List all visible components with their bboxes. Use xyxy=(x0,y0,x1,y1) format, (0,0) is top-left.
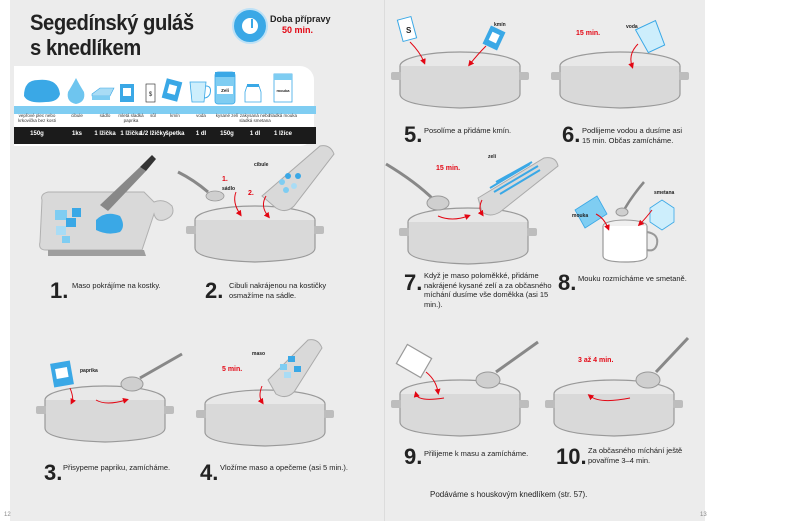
label-water: voda xyxy=(626,24,638,30)
pot-step-3 xyxy=(36,352,183,443)
amounts-bar xyxy=(14,127,316,144)
label-15-min: 15 min. xyxy=(576,30,601,37)
salt-letter: S xyxy=(406,26,412,35)
lard-icon xyxy=(91,87,115,100)
step-6-text: Podlijeme vodou a dusíme asi 15 min. Obč… xyxy=(582,126,683,145)
label-5-min: 5 min. xyxy=(222,366,243,373)
step-3-number: 3. xyxy=(44,460,63,485)
pot-step-6 xyxy=(551,19,689,109)
step-7-number: 7. xyxy=(404,270,423,295)
ingredient-amount: 150g xyxy=(30,131,44,137)
ingredients-strip xyxy=(14,106,316,114)
timer-icon xyxy=(232,8,268,44)
step-3-text: Přisypeme papriku, zamícháme. xyxy=(63,463,171,472)
pot-step-5: S xyxy=(391,15,529,109)
ingredient-amount: špetka xyxy=(165,131,185,137)
ingredient-amount: 1 lžička xyxy=(120,131,142,137)
ingredient-name: kysané zelí xyxy=(215,113,239,118)
step-1-text: Maso pokrájíme na kostky. xyxy=(72,281,161,290)
prep-time-label: Doba přípravy xyxy=(270,14,331,24)
label-cream: smetana xyxy=(654,190,675,196)
label-step-one: 1. xyxy=(222,176,228,183)
label-meat: maso xyxy=(252,351,266,357)
step-2-number: 2. xyxy=(205,278,224,303)
salt-icon: $ xyxy=(145,83,156,103)
flour-icon: mouka xyxy=(273,73,293,103)
pot-step-4 xyxy=(196,339,334,447)
step-1-number: 1. xyxy=(50,278,69,303)
meat-icon xyxy=(24,79,60,103)
label-sauerkraut: zelí xyxy=(488,154,497,160)
ingredient-name: sádlo xyxy=(99,113,111,118)
step-10-text: Za občasného míchání ještě povaříme 3–4 … xyxy=(588,446,683,465)
cup-step-8 xyxy=(574,181,675,263)
step-9-number: 9. xyxy=(404,444,423,469)
cutting-board-illustration xyxy=(39,155,174,256)
prep-time: Doba přípravy 50 min. xyxy=(270,14,331,36)
ingredient-amount: 1 dl xyxy=(249,131,261,137)
pot-step-2 xyxy=(177,145,335,263)
sauerkraut-icon: Zelí xyxy=(214,71,236,105)
recipe-title: Segedínský guláš s knedlíkem xyxy=(30,10,194,60)
prep-time-value: 50 min. xyxy=(282,25,314,35)
step-5-number: 5. xyxy=(404,122,423,147)
page-number-left: 12 xyxy=(4,512,11,518)
step-7-text: Když je maso poloměkké, přidáme nakrájen… xyxy=(424,271,552,309)
ingredient-amount: 150g xyxy=(220,131,234,137)
ingredient-name: hladká mouka xyxy=(268,113,298,118)
paprika-icon xyxy=(120,84,134,102)
step-2-text: Cibuli nakrájenou na kostičky osmažíme n… xyxy=(229,281,327,300)
svg-text:$: $ xyxy=(149,92,153,98)
step-6-number: 6. xyxy=(562,122,581,147)
ingredient-amount: 1ks xyxy=(71,131,82,137)
label-caraway: kmín xyxy=(494,22,506,28)
ingredient-amount: 1 lžíce xyxy=(273,131,292,137)
step-9-text: Přilijeme k masu a zamícháme. xyxy=(424,449,529,458)
ingredient-name: kmín xyxy=(170,113,180,118)
ingredient-amount: 1/2 lžičky xyxy=(139,131,167,137)
ingredient-name: mletá sladká paprika xyxy=(118,113,144,123)
serving-note: Podáváme s houskovým knedlíkem (str. 57)… xyxy=(430,490,588,499)
label-onion: cibule xyxy=(254,162,269,168)
ingredient-amount: 1 lžička xyxy=(94,131,116,137)
cream-icon xyxy=(244,84,262,103)
label-paprika: paprika xyxy=(80,368,98,374)
pot-step-10 xyxy=(545,336,690,437)
sauerkraut-jar-text: Zelí xyxy=(221,88,230,93)
margin xyxy=(705,0,800,521)
ingredient-name: zakysaná nebo sladká smetana xyxy=(239,113,271,123)
step-8-number: 8. xyxy=(558,270,577,295)
page-number-right: 13 xyxy=(700,512,707,518)
flour-bag-text: mouka xyxy=(277,88,291,93)
step-8-text: Mouku rozmícháme ve smetaně. xyxy=(578,274,687,283)
pot-step-9 xyxy=(391,340,539,437)
step-4-number: 4. xyxy=(200,460,219,485)
label-lard: sádlo xyxy=(222,186,236,192)
label-flour: mouka xyxy=(572,213,589,219)
step-5-text: Posolíme a přidáme kmín. xyxy=(424,126,512,135)
title-line-2: s knedlíkem xyxy=(30,35,141,60)
caraway-icon xyxy=(161,78,183,102)
ingredient-name: voda xyxy=(196,113,206,118)
ingredient-name: cibule xyxy=(71,113,83,118)
step-4-text: Vložíme maso a opečeme (asi 5 min.). xyxy=(220,463,348,472)
ingredient-name: sůl xyxy=(150,113,156,118)
step-10-number: 10. xyxy=(556,444,587,469)
label-15-min-b: 15 min. xyxy=(436,165,461,172)
label-3-4-min: 3 až 4 min. xyxy=(578,357,614,364)
title-line-1: Segedínský guláš xyxy=(30,10,194,35)
water-icon xyxy=(189,81,211,103)
ingredient-amount: 1 dl xyxy=(195,131,207,137)
pot-step-7 xyxy=(385,157,559,265)
onion-icon xyxy=(67,78,85,104)
ingredient-name: vepřové plec nebo krkovička bez kosti xyxy=(18,113,56,123)
label-step-two: 2. xyxy=(248,190,254,197)
